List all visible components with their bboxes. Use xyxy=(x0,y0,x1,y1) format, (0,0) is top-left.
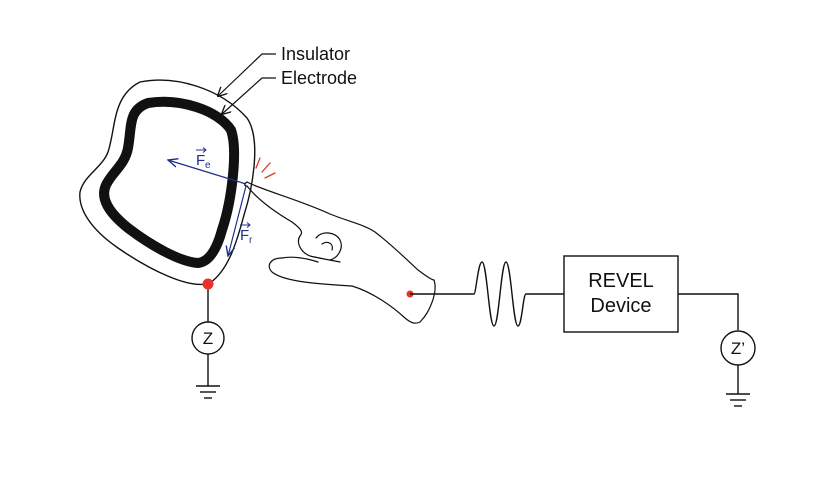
electrostatic-force-label: F e xyxy=(196,147,211,171)
device-lead xyxy=(678,293,739,330)
object-contact-point xyxy=(202,278,214,290)
object-ground-icon xyxy=(196,385,220,399)
revel-device-box xyxy=(563,255,679,333)
device-impedance-label: Z’ xyxy=(731,339,745,358)
friction-force-vector xyxy=(228,185,247,256)
insulator-label: Insulator xyxy=(281,44,350,64)
svg-text:e: e xyxy=(205,160,211,171)
signal-wire xyxy=(410,261,564,327)
svg-text:r: r xyxy=(249,235,253,246)
device-ground-icon xyxy=(726,393,750,407)
contact-spark xyxy=(255,157,276,179)
friction-force-label: F r xyxy=(240,222,253,246)
electrostatic-force-vector xyxy=(168,160,247,185)
object-impedance-label: Z xyxy=(203,329,213,348)
electrode-leader xyxy=(222,77,276,114)
svg-text:F: F xyxy=(196,152,205,169)
electrode-loop xyxy=(99,96,240,268)
insulator-leader xyxy=(218,53,276,96)
insulator-outline xyxy=(79,79,256,285)
device-label-line2: Device xyxy=(590,295,651,317)
hand-illustration xyxy=(244,181,436,324)
device-label-line1: REVEL xyxy=(588,270,654,292)
electrode-label: Electrode xyxy=(281,68,357,88)
svg-text:F: F xyxy=(240,227,249,244)
